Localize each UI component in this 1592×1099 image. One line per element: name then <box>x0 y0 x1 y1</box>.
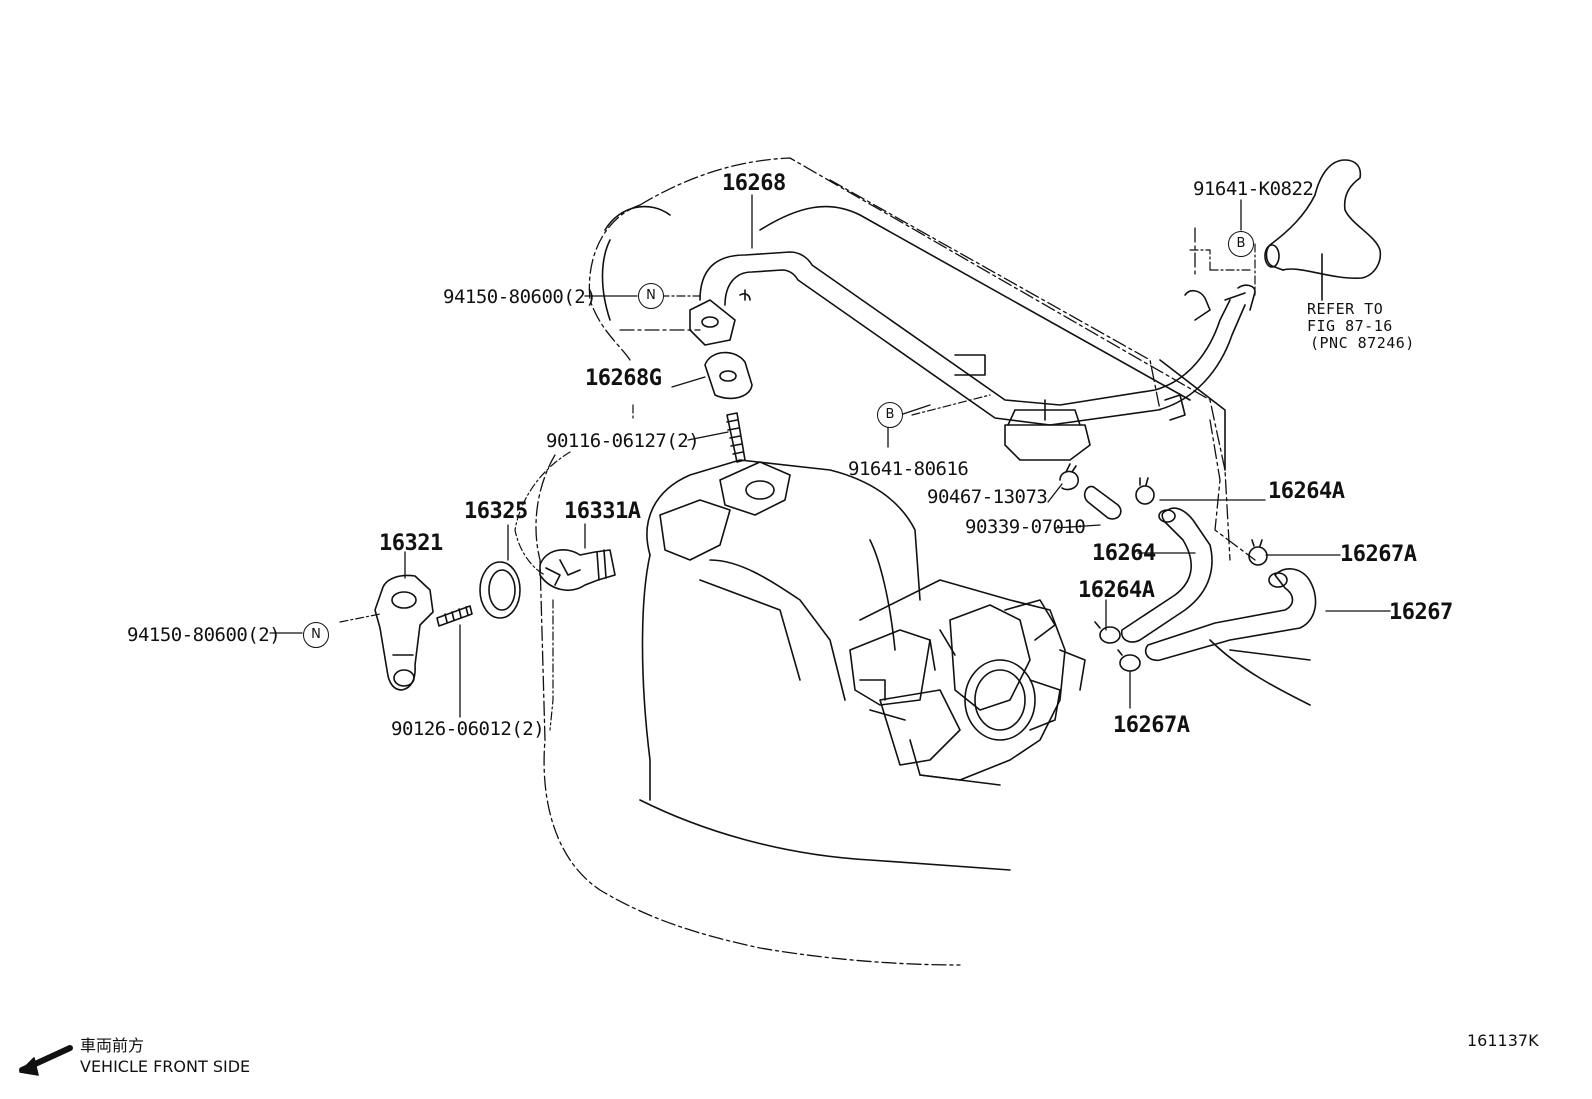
n-marker-icon: N <box>638 283 664 309</box>
front-arrow-icon <box>19 1045 73 1076</box>
b-marker-icon: B <box>877 402 903 428</box>
label-16267A-low: 16267A <box>1113 713 1190 738</box>
label-90116-06127: 90116-06127(2) <box>546 430 700 452</box>
label-91641-K0822: 91641-K0822 <box>1193 178 1314 200</box>
leader-lines <box>269 194 1391 718</box>
engine-block <box>601 205 1311 871</box>
stud-90126 <box>436 605 473 627</box>
label-16267A-top: 16267A <box>1340 542 1417 567</box>
engine-outline <box>535 157 1256 966</box>
label-16267: 16267 <box>1389 600 1453 625</box>
hose-16264 <box>1120 507 1213 643</box>
b-marker-icon: B <box>1228 231 1254 257</box>
label-16264A-low: 16264A <box>1078 578 1155 603</box>
label-91641-80616: 91641-80616 <box>848 458 969 480</box>
label-90467-13073: 90467-13073 <box>927 486 1048 508</box>
n-marker-icon: N <box>303 622 329 648</box>
hose-91641-K0822 <box>1264 159 1382 301</box>
label-16331A: 16331A <box>564 499 641 524</box>
label-16325: 16325 <box>464 499 528 524</box>
refer-line1: REFER TO <box>1307 300 1384 318</box>
orientation-japanese: 車両前方 <box>80 1036 145 1055</box>
refer-line3: (PNC 87246) <box>1310 334 1415 352</box>
figure-id: 161137K <box>1467 1031 1539 1050</box>
hose-90339 <box>1083 485 1122 520</box>
phantom-leaders <box>339 243 1256 731</box>
label-16268: 16268 <box>722 171 786 196</box>
gasket-16325 <box>479 561 521 619</box>
label-90339-07010: 90339-07010 <box>965 516 1086 538</box>
gasket-16268G <box>704 351 753 400</box>
refer-line2: FIG 87-16 <box>1307 317 1393 335</box>
orientation-english: VEHICLE FRONT SIDE <box>80 1057 251 1076</box>
label-94150-80600-left: 94150-80600(2) <box>127 624 281 646</box>
label-94150-80600-top: 94150-80600(2) <box>443 286 597 308</box>
stud-90116 <box>726 412 746 463</box>
hose-16267 <box>1144 568 1317 662</box>
pipe-16268 <box>689 251 1256 426</box>
label-90126-06012: 90126-06012(2) <box>391 718 545 740</box>
label-16321: 16321 <box>379 531 443 556</box>
cover-16321 <box>374 574 434 691</box>
label-16268G: 16268G <box>585 366 662 391</box>
label-16264: 16264 <box>1092 541 1156 566</box>
clamps <box>1059 463 1268 672</box>
label-16264A-top: 16264A <box>1268 479 1345 504</box>
thermostat-16331A <box>539 549 616 591</box>
